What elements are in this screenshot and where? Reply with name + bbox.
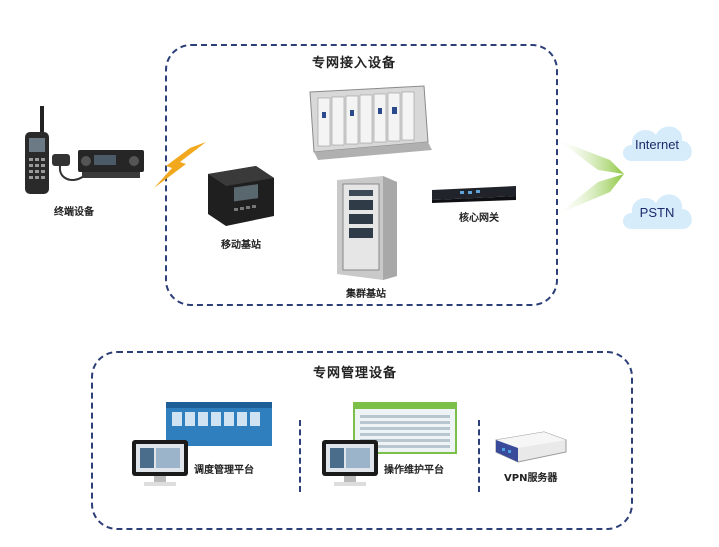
pstn-label: PSTN: [640, 205, 675, 220]
internet-cloud-icon: Internet: [623, 126, 692, 161]
vpn-server-label: VPN服务器: [504, 473, 558, 484]
om-platform-label: 操作维护平台: [384, 465, 444, 476]
lightning-icon: [154, 142, 206, 188]
mobile-base-station-icon: [208, 166, 274, 226]
mobile-base-station-label: 移动基站: [221, 240, 261, 251]
management-equipment-title: 专网管理设备: [313, 366, 398, 381]
pstn-cloud-icon: PSTN: [623, 194, 692, 229]
trunk-cabinet-icon: [337, 176, 397, 280]
core-gateway-label: 核心网关: [459, 213, 499, 224]
om-screen-icon: [353, 402, 457, 454]
vpn-server-icon: [495, 431, 567, 463]
internet-label: Internet: [635, 137, 679, 152]
handheld-radio-icon: [25, 106, 49, 194]
rack-chassis-icon: [309, 85, 432, 160]
trunk-base-station-label: 集群基站: [346, 289, 386, 300]
management-equipment-group: [91, 351, 633, 530]
vehicle-radio-icon: [52, 150, 144, 181]
monitor-icon: [322, 440, 378, 486]
separator: [299, 420, 301, 492]
gateway-icon: [432, 186, 516, 203]
connection-arrows: [558, 140, 624, 214]
monitor-icon: [132, 440, 188, 486]
separator: [478, 420, 480, 492]
access-equipment-title: 专网接入设备: [312, 56, 397, 71]
terminal-label: 终端设备: [54, 207, 94, 218]
dispatch-screen-icon: [166, 402, 272, 446]
dispatch-platform-label: 调度管理平台: [194, 465, 254, 476]
